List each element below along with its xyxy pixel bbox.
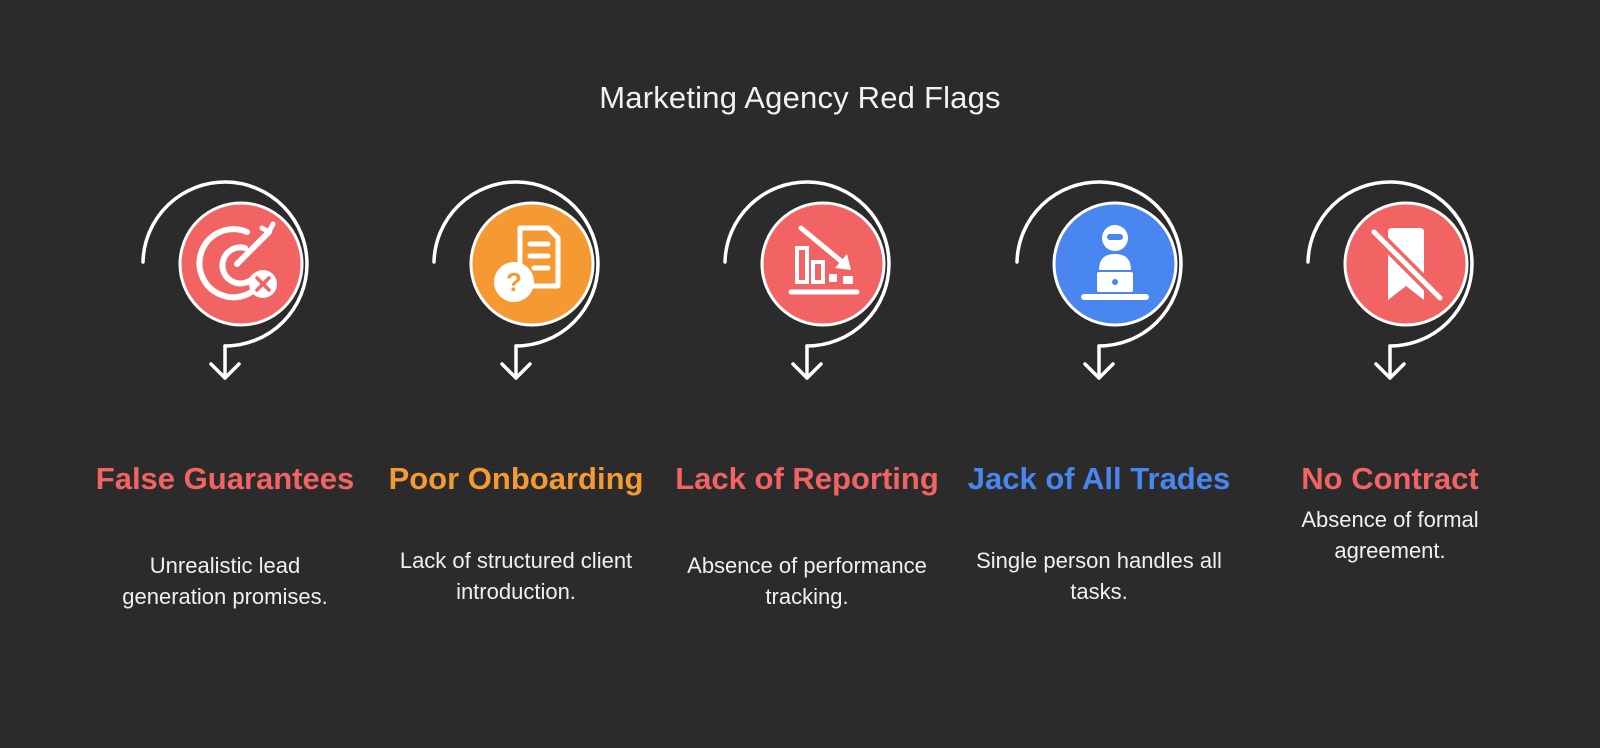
item-heading: Jack of All Trades — [967, 461, 1231, 496]
target-x-icon — [196, 221, 277, 301]
ring-arrow-graphic — [141, 180, 309, 380]
item-description: Unrealistic lead generation promises. — [122, 553, 328, 609]
item-heading: Poor Onboarding — [388, 461, 644, 496]
ring-arrow-graphic — [723, 180, 891, 380]
svg-text:?: ? — [506, 267, 522, 297]
item-description: Absence of formal agreement. — [1301, 507, 1479, 563]
declining-chart-icon — [788, 225, 860, 295]
ring-arrow-graphic — [1015, 180, 1183, 380]
page-title: Marketing Agency Red Flags — [599, 80, 1001, 115]
document-question-icon: ? — [494, 225, 561, 302]
ring-arrow-graphic: ? — [432, 180, 600, 380]
item-heading: Lack of Reporting — [675, 461, 939, 496]
ring-arrow-graphic — [1306, 180, 1474, 380]
item-description: Single person handles all tasks. — [976, 548, 1222, 604]
item-heading: No Contract — [1301, 461, 1479, 496]
item-description: Lack of structured client introduction. — [399, 548, 633, 604]
item-description: Absence of performance tracking. — [687, 553, 927, 609]
person-laptop-icon — [1081, 225, 1149, 300]
bookmark-slash-icon — [1368, 226, 1446, 304]
item-heading: False Guarantees — [95, 461, 355, 496]
